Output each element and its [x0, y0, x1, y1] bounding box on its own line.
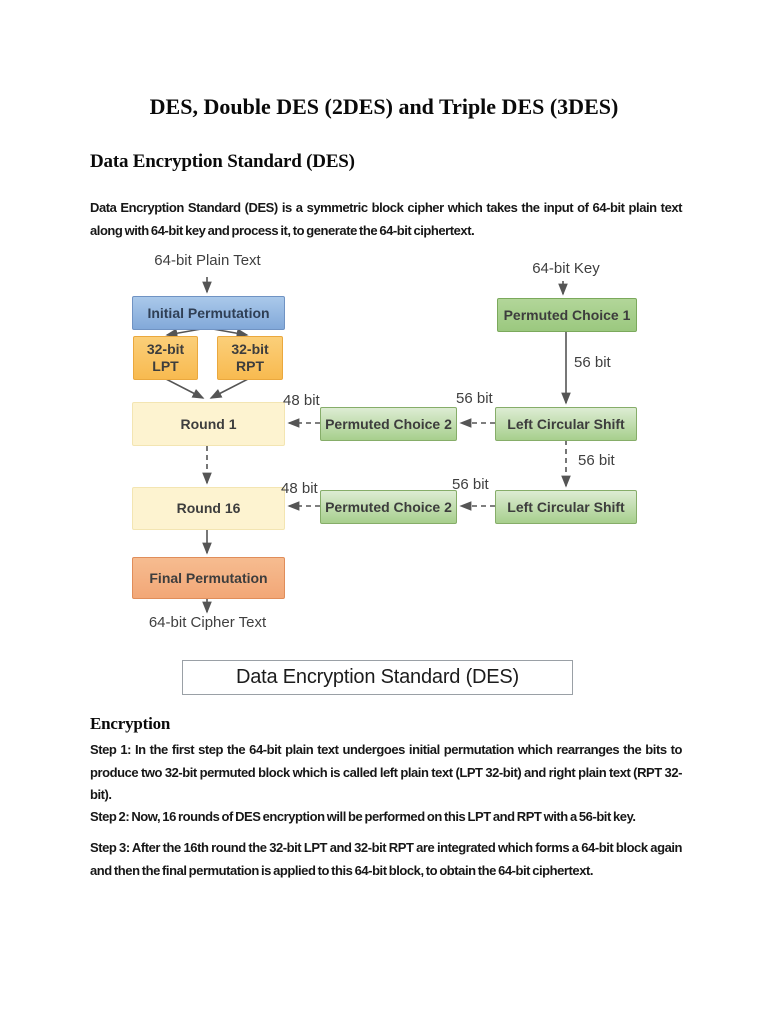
node-permuted-choice-2a: Permuted Choice 2 [320, 407, 457, 441]
rpt-line1: 32-bit [231, 341, 269, 357]
section-heading-des: Data Encryption Standard (DES) [90, 151, 355, 172]
node-initial-permutation: Initial Permutation [132, 296, 285, 330]
key-label: 64-bit Key [532, 260, 600, 277]
node-final-permutation: Final Permutation [132, 557, 285, 599]
document-title: DES, Double DES (2DES) and Triple DES (3… [149, 94, 619, 119]
step-1-label: Step 1: [90, 742, 132, 757]
step-1-paragraph: Step 1: In the first step the 64-bit pla… [90, 739, 682, 807]
label-56bit-vertical-1: 56 bit [574, 354, 611, 371]
node-permuted-choice-2b: Permuted Choice 2 [320, 490, 457, 524]
intro-lead-text: Data Encryption Standard (DES) [90, 200, 278, 215]
label-48bit-row1: 48 bit [283, 392, 320, 409]
label-56bit-row1: 56 bit [456, 390, 493, 407]
label-56bit-vertical-2: 56 bit [578, 452, 615, 469]
node-round-1: Round 1 [132, 402, 285, 446]
node-round-16: Round 16 [132, 487, 285, 530]
step-2-paragraph: Step 2: Now, 16 rounds of DES encryption… [90, 806, 636, 829]
step-3-paragraph: Step 3: After the 16th round the 32-bit … [90, 837, 682, 882]
step-3-text: After the 16th round the 32-bit LPT and … [90, 840, 682, 878]
intro-paragraph: Data Encryption Standard (DES) is a symm… [90, 197, 682, 242]
node-left-circular-shift-2: Left Circular Shift [495, 490, 637, 524]
rpt-line2: RPT [236, 358, 264, 374]
node-32bit-rpt: 32-bit RPT [217, 336, 283, 380]
diagram-arrows [163, 277, 571, 614]
diagram-caption-box: Data Encryption Standard (DES) [182, 660, 573, 695]
section-heading-encryption: Encryption [90, 714, 171, 733]
node-left-circular-shift-1: Left Circular Shift [495, 407, 637, 441]
diagram-caption-text: Data Encryption Standard (DES) [235, 666, 520, 688]
step-2-label: Step 2: [90, 809, 130, 824]
intro-rest-text: is a symmetric block cipher which takes … [90, 200, 683, 238]
node-32bit-lpt: 32-bit LPT [133, 336, 198, 380]
des-flow-diagram: 64-bit Plain Text 64-bit Key Initial Per… [0, 250, 768, 650]
lpt-line2: LPT [152, 358, 179, 374]
node-permuted-choice-1: Permuted Choice 1 [497, 298, 637, 332]
lpt-line1: 32-bit [146, 341, 185, 357]
plain-text-label: 64-bit Plain Text [154, 252, 261, 269]
step-2-text: Now, 16 rounds of DES encryption will be… [129, 809, 636, 824]
step-1-text: In the first step the 64-bit plain text … [90, 742, 682, 802]
label-56bit-row2: 56 bit [452, 476, 489, 493]
step-3-label: Step 3: [90, 840, 130, 855]
label-48bit-row2: 48 bit [281, 480, 318, 497]
cipher-text-label: 64-bit Cipher Text [148, 614, 267, 631]
